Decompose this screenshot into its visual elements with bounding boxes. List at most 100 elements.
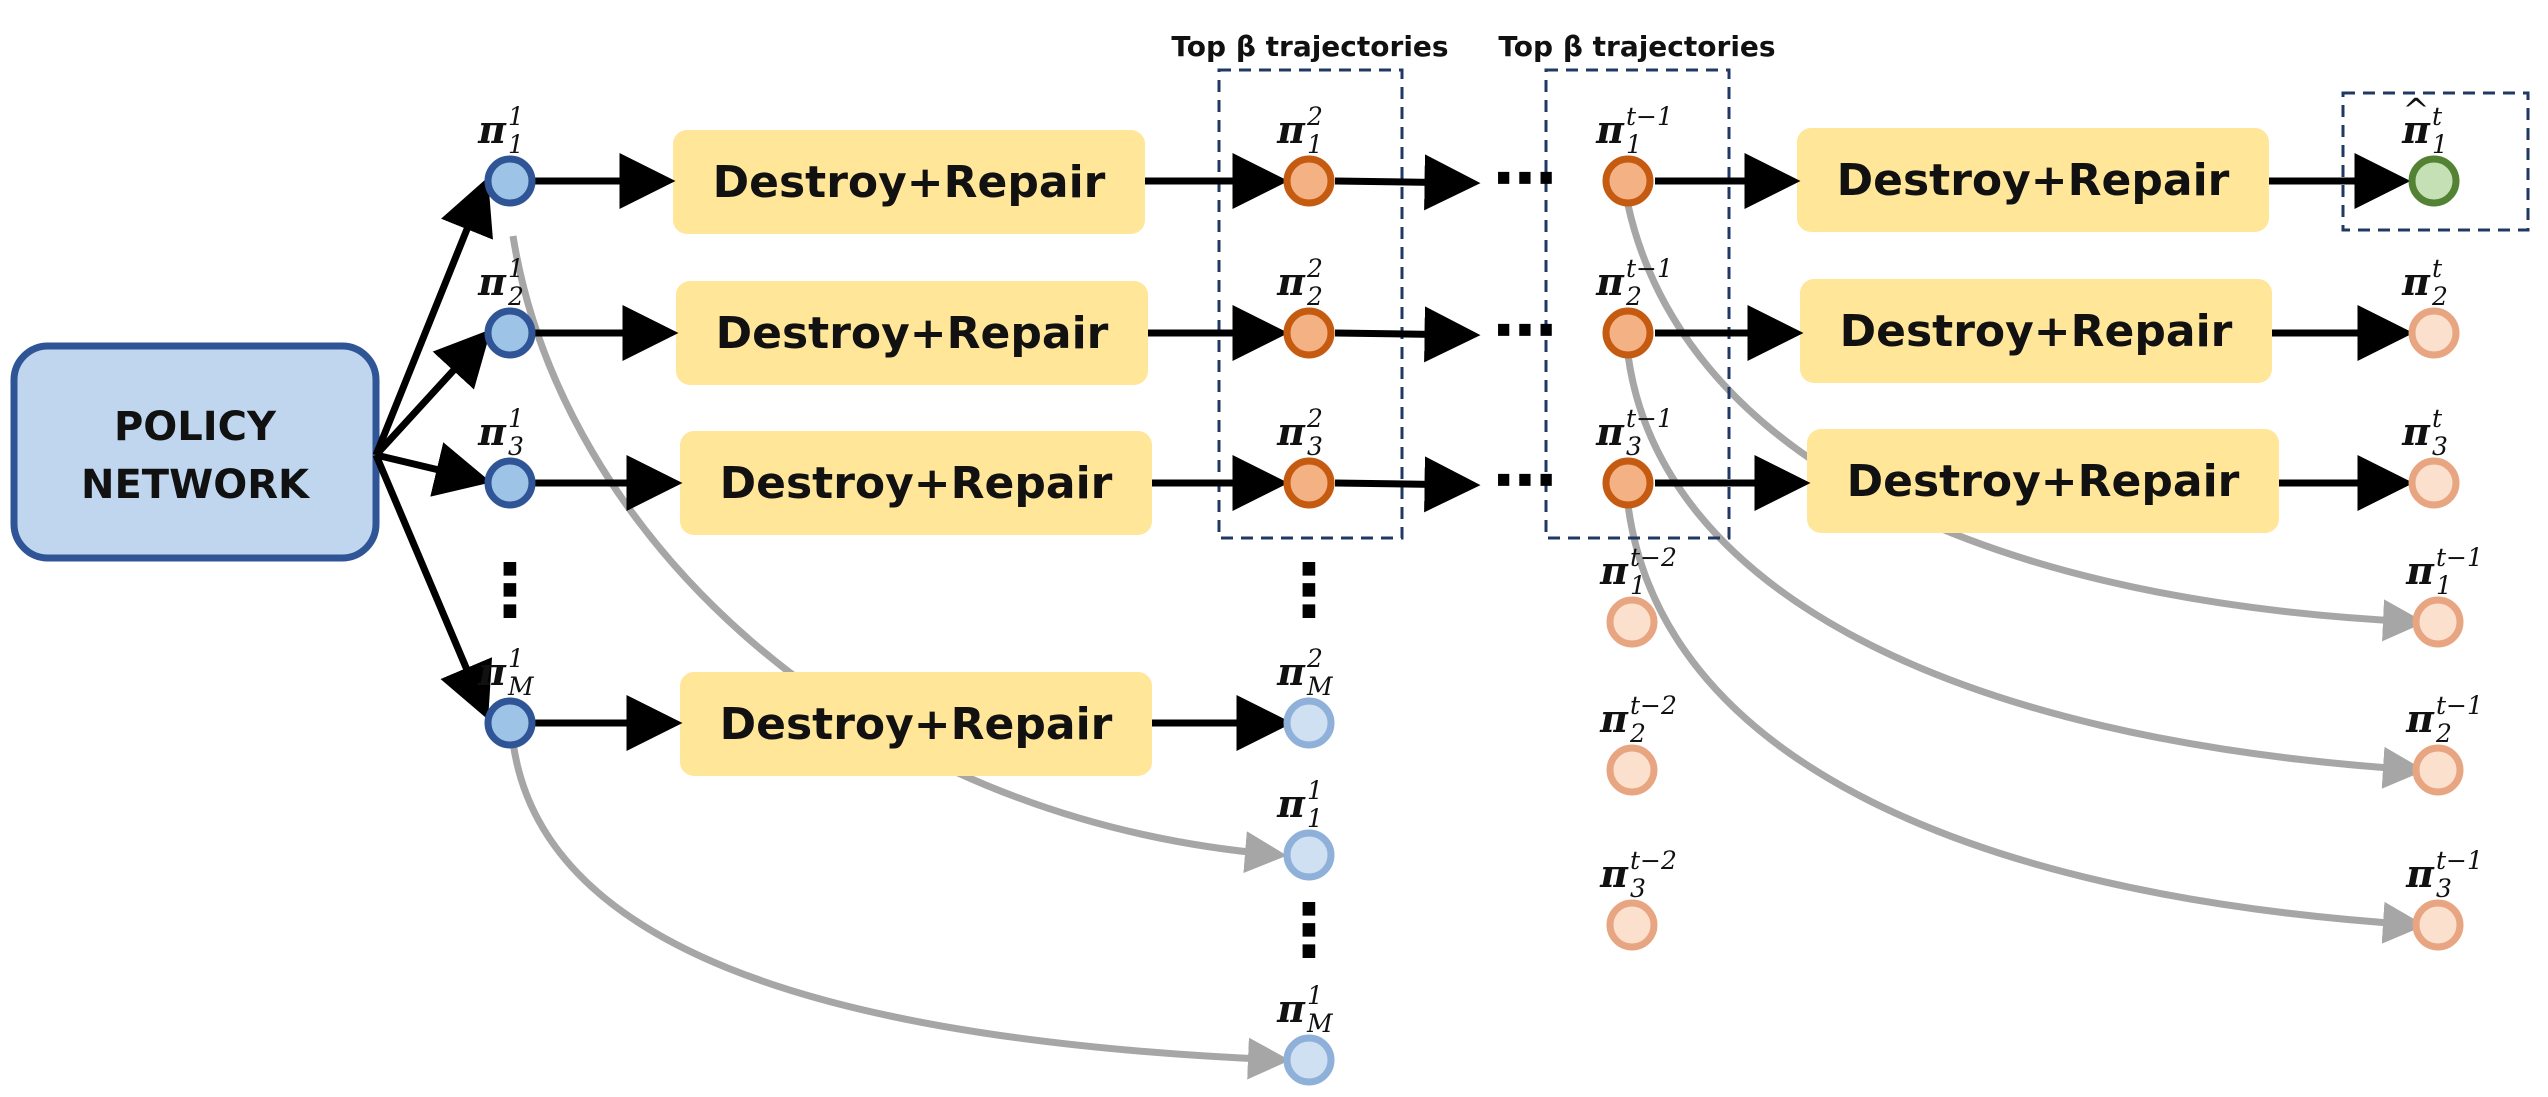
vdots-column-2: ⋮	[1273, 548, 1345, 632]
policy-arrow-to-pi2	[373, 329, 492, 458]
flow-arrow	[1334, 456, 1481, 513]
solution-node-c3-1	[1606, 596, 1658, 648]
vdots-column-1: ⋮	[474, 548, 546, 632]
destroy-repair-boxes: Destroy+Repair Destroy+Repair Destroy+Re…	[673, 128, 2279, 776]
stage-ellipses: ⋯ ⋯ ⋯	[1493, 142, 1557, 518]
destroy-repair-box-final-3	[1807, 429, 2279, 533]
node-label-subscript: M	[1306, 1009, 1334, 1038]
node-label-pi: π	[2405, 548, 2435, 593]
policy-arrow-to-piM	[372, 453, 493, 720]
node-label-subscript: 1	[1630, 571, 1646, 600]
flow-arrow	[1334, 154, 1481, 211]
destroy-repair-box-1	[673, 130, 1145, 234]
node-label-pi: π	[1276, 649, 1306, 694]
node-label-superscript: t	[2432, 404, 2443, 433]
node-label-pi: π	[1276, 259, 1306, 304]
solution-node-s2-3	[1283, 457, 1335, 509]
node-label-pi: π	[2401, 409, 2431, 454]
node-label-subscript: 1	[2432, 130, 2448, 159]
carry-arrow-pit1-2-to-column4	[1624, 354, 2425, 789]
node-label-pi: π	[2401, 259, 2431, 304]
node-label-pi: π	[477, 259, 507, 304]
node-label-subscript: 1	[1626, 130, 1642, 159]
node-label-pi: π	[2401, 107, 2431, 152]
top-beta-box-1	[1217, 68, 1404, 540]
solution-node-s3-1	[1602, 155, 1654, 207]
node-label-superscript: t	[2432, 254, 2443, 283]
node-label-superscript: 1	[508, 404, 524, 433]
solution-node-s2-1	[1283, 155, 1335, 207]
solution-node-c4-2	[2412, 744, 2464, 796]
destroy-repair-label-3: Destroy+Repair	[720, 458, 1113, 509]
node-label-pi: π	[2405, 851, 2435, 896]
destroy-repair-label-final-1: Destroy+Repair	[1837, 155, 2230, 206]
node-label-subscript: M	[507, 672, 535, 701]
destroy-repair-box-2	[676, 281, 1148, 385]
node-label-subscript: 2	[2431, 282, 2448, 311]
node-label-subscript: 1	[2436, 571, 2452, 600]
node-label-superscript: t	[2432, 102, 2443, 131]
node-label-subscript: 1	[1307, 130, 1323, 159]
node-label-subscript: 1	[1307, 804, 1323, 833]
node-label-subscript: 2	[1306, 282, 1323, 311]
node-label-pi: π	[1599, 548, 1629, 593]
node-label-superscript: 1	[1307, 981, 1323, 1010]
solution-node-s1-1	[484, 155, 536, 207]
top-beta-label-1: Top β trajectories	[1171, 30, 1448, 63]
policy-output-arrows	[372, 177, 493, 720]
node-label-pi: π	[1595, 259, 1625, 304]
policy-network-label-line2: NETWORK	[81, 462, 311, 508]
destroy-repair-label-final-3: Destroy+Repair	[1847, 456, 2240, 507]
node-label-superscript: 2	[1306, 644, 1323, 673]
node-label-superscript: 2	[1306, 102, 1323, 131]
node-label-subscript: 1	[508, 130, 524, 159]
node-label-hat: ^	[2403, 91, 2430, 129]
node-label-superscript: t−1	[1626, 254, 1673, 283]
node-label-subscript: 2	[507, 282, 524, 311]
node-label-superscript: 1	[508, 102, 524, 131]
destroy-repair-box-M	[680, 672, 1152, 776]
node-label-superscript: t−1	[1626, 404, 1673, 433]
node-label-subscript: 3	[2432, 432, 2448, 461]
flow-arrows	[535, 153, 2414, 751]
node-label-pi: π	[477, 649, 507, 694]
solution-node-c3-2	[1606, 744, 1658, 796]
node-label-superscript: t−1	[2436, 846, 2483, 875]
ellipsis-row-1: ⋯	[1493, 142, 1557, 216]
destroy-repair-label-final-2: Destroy+Repair	[1840, 306, 2233, 357]
node-label-pi: π	[1595, 409, 1625, 454]
node-label-superscript: 1	[508, 254, 524, 283]
solution-node-s3-3	[1602, 457, 1654, 509]
solution-node-c2-M	[1283, 1034, 1335, 1086]
node-label-superscript: t−1	[1626, 102, 1673, 131]
node-label-subscript: 3	[1630, 874, 1646, 903]
flow-arrow	[1334, 306, 1481, 363]
node-label-pi: π	[1276, 409, 1306, 454]
ellipsis-row-2: ⋯	[1493, 294, 1557, 368]
node-label-superscript: 2	[1306, 254, 1323, 283]
solution-node-c4-1	[2412, 596, 2464, 648]
vdots-column-2-lower: ⋮	[1273, 888, 1345, 972]
node-label-subscript: M	[1306, 672, 1334, 701]
destroy-repair-box-final-2	[1800, 279, 2272, 383]
solution-node-s1-3	[484, 457, 536, 509]
policy-arrow-to-pi1	[372, 177, 493, 457]
node-label-superscript: t−2	[1630, 691, 1677, 720]
solution-node-c4-3	[2412, 899, 2464, 951]
solution-node-s1-2	[484, 307, 536, 359]
carry-arrow-pit1-3-to-column4	[1624, 504, 2425, 944]
node-label-superscript: t−2	[1630, 543, 1677, 572]
node-label-subscript: 3	[1626, 432, 1642, 461]
node-label-superscript: 2	[1306, 404, 1323, 433]
top-beta-box-2	[1544, 68, 1731, 540]
carry-arrow-pi1-2-to-column2	[509, 235, 1287, 874]
solution-node-s2-2	[1283, 307, 1335, 359]
node-label-pi: π	[477, 107, 507, 152]
node-label-superscript: t−1	[2436, 543, 2483, 572]
node-label-subscript: 2	[1629, 719, 1646, 748]
top-beta-label-2: Top β trajectories	[1498, 30, 1775, 63]
solution-node-c3-3	[1606, 899, 1658, 951]
solution-node-c2-1	[1283, 829, 1335, 881]
